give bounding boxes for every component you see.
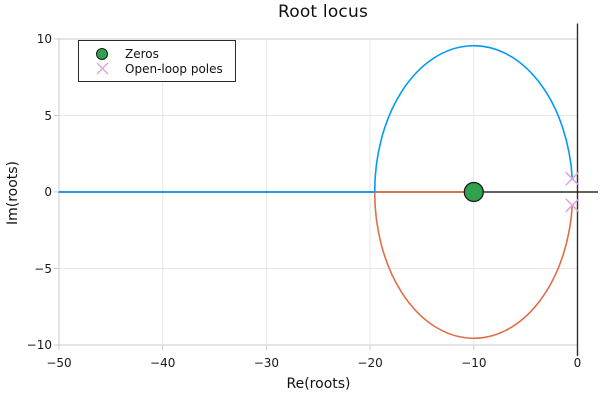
y-tick-label: 10	[36, 32, 52, 46]
y-tick-label: 5	[44, 108, 52, 123]
x-tick-label: −30	[253, 356, 280, 370]
x-tick-label: −50	[46, 356, 72, 370]
legend-item-zeros: Zeros	[79, 46, 235, 61]
x-axis-label: Re(roots)	[286, 376, 351, 392]
y-tick-label: 0	[44, 185, 52, 199]
y-axis-label: Im(roots)	[5, 160, 21, 226]
chart-title: Root locus	[277, 2, 369, 22]
y-tick-label: −5	[34, 261, 52, 276]
legend-marker-cell	[79, 61, 125, 76]
legend-marker-cell	[79, 47, 125, 60]
zero-circle-icon	[463, 181, 484, 203]
legend: Zeros Open-loop poles	[78, 40, 236, 82]
legend-label: Open-loop poles	[125, 61, 223, 76]
tick-marks	[54, 38, 578, 350]
locus-branch1-curve	[58, 44, 574, 193]
legend-item-open-loop-poles: Open-loop poles	[79, 61, 235, 76]
x-tick-label: 0	[573, 356, 582, 370]
lower-pole-x-icon	[565, 198, 580, 213]
x-tick-label: −20	[357, 356, 383, 370]
y-tick-label: −10	[26, 338, 52, 352]
zeros-circle-icon	[96, 47, 108, 60]
poles-x-icon	[96, 62, 108, 75]
pole-markers	[565, 171, 580, 213]
x-tick-label: −10	[461, 356, 487, 370]
legend-label: Zeros	[125, 46, 159, 61]
upper-pole-x-icon	[565, 171, 580, 186]
x-tick-label: −40	[150, 356, 176, 370]
locus-branch2-curve	[373, 191, 574, 340]
